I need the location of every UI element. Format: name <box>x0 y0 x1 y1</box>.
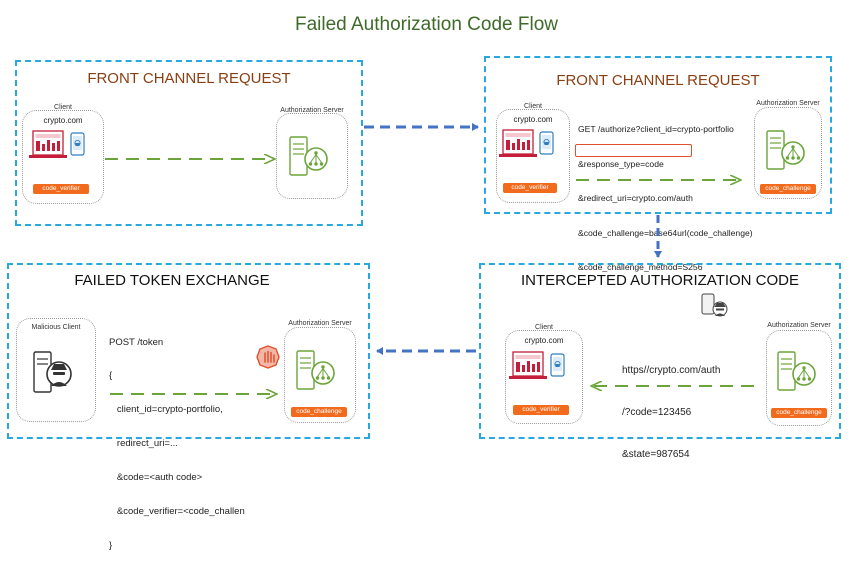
server-icon <box>766 130 805 170</box>
panel2-client-site: crypto.com <box>513 115 553 124</box>
token-line: client_id=crypto-portfolio, <box>109 404 223 416</box>
server-icon <box>289 136 328 176</box>
panel-front-channel-request-2 <box>484 56 832 214</box>
diagram-graphics <box>28 123 816 480</box>
server-icon <box>296 350 335 390</box>
diagram-title: Failed Authorization Code Flow <box>295 14 558 35</box>
panel1-client-site: crypto.com <box>43 116 83 125</box>
interceptor-icon <box>701 293 728 317</box>
request-line-code-challenge-method: &code_challenge_method=S256 <box>578 262 703 272</box>
token-line: redirect_uri=... <box>109 438 178 450</box>
panel1-server-label: Authorization Server <box>280 107 344 114</box>
panel4-server-label: Authorization Server <box>288 320 352 327</box>
panel1-code-verifier-tag: code_verifier <box>33 184 89 194</box>
panel3-client-label: Client <box>535 324 553 331</box>
panel1-client-label: Client <box>54 104 72 111</box>
panel-failed-token-exchange <box>7 263 370 439</box>
request-line: &redirect_uri=crypto.com/auth <box>578 193 693 203</box>
panel2-code-verifier-tag: code_verifier <box>503 183 557 193</box>
panel3-client-site: crypto.com <box>524 336 564 345</box>
token-line: &code_verifier=<code_challen <box>109 506 245 518</box>
panel2-title: FRONT CHANNEL REQUEST <box>556 72 760 89</box>
redirect-line: https//crypto.com/auth <box>622 365 721 376</box>
panel2-code-challenge-tag: code_challenge <box>760 184 816 194</box>
token-line: } <box>109 539 113 551</box>
panel3-redirect-url: https//crypto.com/auth /?code=123456 &st… <box>622 336 720 490</box>
panel4-title: FAILED TOKEN EXCHANGE <box>74 272 270 289</box>
panel1-title: FRONT CHANNEL REQUEST <box>87 70 291 87</box>
code-challenge-method-highlight <box>575 144 692 157</box>
stop-hand-icon <box>256 345 280 369</box>
laptop-icon <box>28 130 68 159</box>
panel4-malicious-client-label: Malicious Client <box>31 324 81 331</box>
panel3-code-verifier-tag: code_verifier <box>513 405 569 415</box>
token-line: POST /token <box>109 336 164 348</box>
laptop-icon <box>498 129 538 158</box>
diagram-canvas: Failed Authorization Code Flow FRONT CHA… <box>7 14 841 551</box>
request-line: &response_type=code <box>578 158 664 169</box>
panel2-authorize-request: GET /authorize?client_id=crypto-portfoli… <box>578 101 753 297</box>
panel3-code-challenge-tag: code_challenge <box>771 408 827 418</box>
phone-icon <box>539 131 554 155</box>
phone-icon <box>550 353 565 377</box>
panel4-code-challenge-tag: code_challenge <box>291 407 347 417</box>
malicious-client-icon <box>33 351 72 393</box>
phone-icon <box>70 132 85 156</box>
redirect-line: /?code=123456 <box>622 407 692 418</box>
panel-intercepted-authorization-code <box>479 263 841 439</box>
panel3-title: INTERCEPTED AUTHORIZATION CODE <box>520 272 800 289</box>
request-line: GET /authorize?client_id=crypto-portfoli… <box>578 124 734 134</box>
panel2-client-label: Client <box>524 103 542 110</box>
panel-front-channel-request-1 <box>15 60 363 226</box>
panel3-server-label: Authorization Server <box>767 322 831 329</box>
request-line: &code_challenge=base64url(code_challenge… <box>578 227 753 238</box>
laptop-icon <box>508 351 548 380</box>
redirect-line: &state=987654 <box>622 449 690 460</box>
panel2-server-label: Authorization Server <box>756 100 820 107</box>
server-icon <box>777 351 816 391</box>
token-line: { <box>109 370 113 382</box>
token-line: &code=<auth code> <box>109 472 203 484</box>
